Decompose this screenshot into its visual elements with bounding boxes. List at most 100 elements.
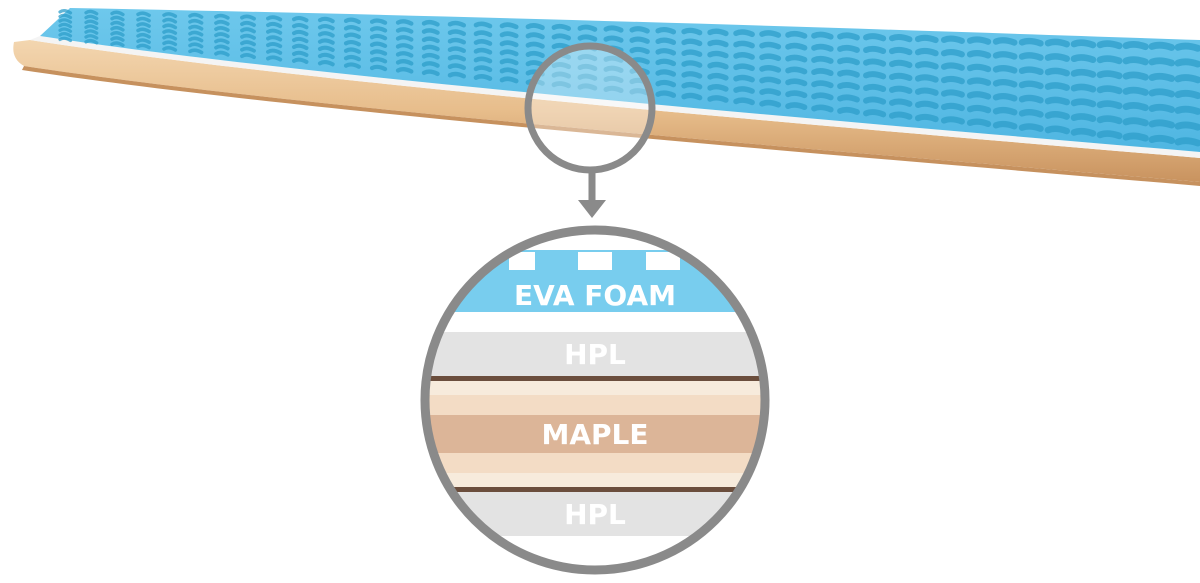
foam-groove — [914, 100, 939, 110]
foam-groove — [940, 89, 965, 98]
foam-groove — [499, 58, 519, 66]
foam-groove — [447, 29, 466, 36]
foam-groove — [240, 27, 256, 34]
wood-deck-edge — [22, 66, 1200, 186]
foam-groove — [136, 32, 151, 39]
magnifier-lens — [524, 42, 656, 174]
foam-groove — [940, 49, 965, 58]
foam-groove — [58, 27, 73, 33]
foam-groove — [266, 41, 283, 49]
foam-groove — [837, 94, 860, 103]
foam-groove — [421, 36, 440, 44]
foam-groove — [395, 35, 414, 42]
foam-groove — [1174, 42, 1200, 52]
foam-groove — [499, 49, 519, 57]
divider-bottom — [425, 487, 765, 492]
foam-groove — [733, 63, 755, 72]
foam-groove — [214, 50, 230, 57]
foam-groove — [525, 41, 545, 49]
foam-groove — [369, 64, 388, 72]
foam-groove — [733, 97, 755, 106]
foam-groove — [681, 92, 703, 101]
foam-groove — [733, 52, 755, 60]
foam-groove — [759, 53, 782, 62]
foam-groove — [421, 19, 440, 27]
foam-groove — [499, 40, 519, 48]
foam-groove — [889, 98, 913, 107]
foam-groove — [188, 30, 204, 37]
foam-groove — [889, 85, 913, 94]
foam-groove — [966, 77, 992, 86]
foam-groove — [292, 22, 309, 30]
foam-groove — [655, 58, 677, 67]
foam-groove — [369, 26, 388, 33]
foam-groove — [1096, 130, 1123, 140]
foam-groove — [240, 53, 256, 60]
foam-groove — [914, 113, 939, 123]
foam-groove — [421, 28, 440, 35]
foam-groove — [655, 37, 677, 46]
foam-groove — [110, 36, 125, 42]
foam-groove — [162, 23, 178, 30]
hpl-top-line — [30, 36, 1200, 158]
foam-groove — [395, 43, 414, 50]
foam-groove — [629, 36, 650, 44]
foam-groove — [1174, 74, 1200, 84]
label-hpl-top: HPL — [564, 338, 626, 371]
foam-groove — [966, 63, 992, 73]
foam-groove — [1044, 38, 1070, 48]
foam-groove — [785, 78, 808, 87]
foam-groove — [1174, 105, 1200, 115]
foam-groove — [914, 47, 939, 57]
foam-groove — [1070, 98, 1097, 108]
foam-groove — [447, 54, 466, 62]
foam-groove — [214, 38, 230, 45]
foam-groove — [966, 104, 992, 114]
foam-groove — [136, 16, 151, 23]
foam-groove — [317, 38, 335, 45]
board-illustration — [13, 8, 1200, 186]
foam-groove — [863, 58, 887, 67]
label-maple: MAPLE — [541, 418, 648, 451]
foam-groove — [110, 10, 125, 17]
foam-groove — [58, 13, 73, 20]
foam-groove — [1018, 80, 1044, 90]
foam-groove — [395, 59, 414, 66]
foam-groove — [577, 63, 598, 72]
foam-groove — [162, 46, 178, 52]
foam-groove — [395, 19, 414, 26]
foam-groove — [343, 32, 361, 39]
foam-groove — [136, 38, 151, 45]
foam-groove — [84, 38, 99, 45]
foam-groove — [1122, 86, 1149, 96]
layer-zoom-circle: EVA FOAM HPL MAPLE HPL — [420, 225, 770, 575]
foam-groove — [1044, 67, 1070, 77]
foam-groove — [343, 47, 361, 54]
foam-groove — [473, 21, 493, 29]
foam-groove — [759, 99, 782, 108]
foam-groove — [940, 35, 965, 44]
foam-groove — [395, 51, 414, 58]
foam-groove — [395, 27, 414, 34]
foam-groove — [1122, 102, 1149, 112]
foam-groove — [1018, 94, 1044, 104]
foam-groove — [447, 37, 466, 45]
foam-groove — [110, 25, 125, 32]
foam-groove — [889, 33, 913, 43]
connector-arrow — [578, 172, 606, 218]
foam-groove — [837, 44, 860, 53]
foam-groove — [759, 41, 782, 50]
foam-groove — [603, 65, 624, 73]
foam-groove — [240, 20, 256, 27]
foam-groove — [58, 36, 73, 43]
foam-groove — [1148, 72, 1175, 82]
foam-groove — [1148, 41, 1175, 51]
foam-groove — [992, 65, 1018, 74]
foam-groove — [214, 26, 230, 33]
foam-groove — [551, 71, 572, 79]
foam-groove — [369, 57, 388, 64]
foam-groove — [525, 23, 545, 31]
foam-groove — [785, 66, 808, 75]
divider-top — [425, 376, 765, 381]
foam-groove — [58, 9, 73, 15]
